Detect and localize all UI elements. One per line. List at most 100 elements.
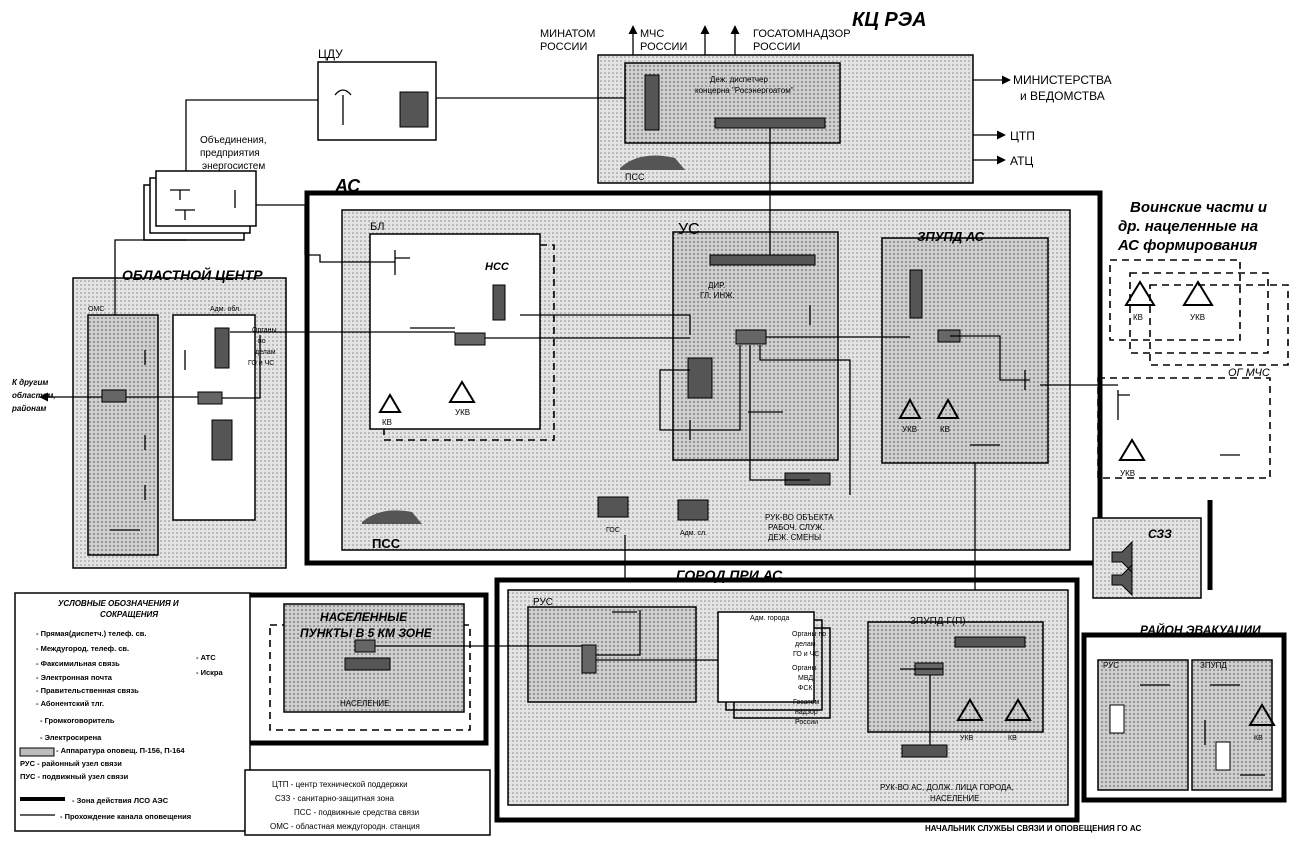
legend-item-9: РУС - районный узел связи <box>20 759 122 768</box>
adm-region-label: Адм. обл. <box>210 305 241 313</box>
military-box <box>1109 259 1241 341</box>
abbr-3: ОМС - областная междугородн. станция <box>270 822 420 831</box>
kv-antenna-icon <box>378 393 402 413</box>
us-label: УС <box>678 221 700 238</box>
mil-kv-label: КВ <box>1133 313 1143 322</box>
adm-city-label: Адм. города <box>750 615 789 622</box>
oms-box <box>87 314 159 556</box>
legend-item-0: - Прямая(диспетч.) телеф. св. <box>36 629 146 638</box>
abbr-2: ПСС - подвижные средства связи <box>294 808 419 817</box>
city-border <box>494 577 1080 823</box>
organs-line3: делам <box>255 349 276 356</box>
cdu-devices-icon <box>399 91 429 128</box>
city-organs-3: ГО и ЧС <box>793 651 819 658</box>
legend-item-12: - Прохождение канала оповещения <box>60 812 191 821</box>
legend-title-2: СОКРАЩЕНИЯ <box>100 610 158 619</box>
organs-line2: по <box>258 338 266 345</box>
rus-label: РУС <box>533 597 553 608</box>
nss-label: НСС <box>485 261 510 273</box>
military-line2: др. нацеленные на <box>1118 218 1258 235</box>
dispatcher-line1: Деж. диспетчер <box>710 75 769 84</box>
adm-bus-icon <box>677 499 709 521</box>
others-line1: К другим <box>12 378 48 387</box>
energy-phone-icons <box>170 189 236 220</box>
as-title: АС <box>334 176 361 196</box>
evac-kv-label: КВ <box>1254 735 1263 742</box>
legend-item-5: - Абонентский тлг. <box>36 699 104 708</box>
military-line1: Воинские части и <box>1130 199 1267 216</box>
ruk-line2: РАБОЧ. СЛУЖ. <box>768 523 825 532</box>
city-organs-5: МВД <box>798 675 813 682</box>
city-block: ГОРОД ПРИ АС РУС Адм. города Органы по д… <box>494 463 1080 823</box>
others-line3: районам <box>11 404 46 413</box>
legend-item-7: - Электросирена <box>40 733 102 742</box>
legend-box <box>14 592 251 832</box>
legend-atc: - АТС <box>196 653 216 662</box>
city-organs-7: Госатом <box>793 699 819 706</box>
city-kv-icon <box>1004 698 1032 721</box>
organs-line4: ГО и ЧС <box>248 360 274 367</box>
adm-fax-stack <box>211 419 233 461</box>
gosatom-line2: РОССИИ <box>753 41 800 53</box>
atc-label: АТЦ <box>1010 154 1033 168</box>
city-organs-8: надзор <box>795 709 818 716</box>
oms-notify-device <box>101 389 127 403</box>
adm-phone-stack <box>214 327 230 369</box>
mchs-line1: МЧС <box>640 28 664 40</box>
evac-rus-label: РУС <box>1103 661 1119 670</box>
bl-kv-label: КВ <box>382 418 392 427</box>
city-organs-9: России <box>795 719 818 726</box>
energy-line1: Объединения, <box>200 134 267 146</box>
city-organs-1: Органы по <box>792 631 826 638</box>
rus-notify-device <box>581 644 597 674</box>
city-ruk-line1: РУК-ВО АС, ДОЛЖ. ЛИЦА ГОРОДА, <box>880 783 1014 792</box>
as-car-icon <box>362 510 422 524</box>
as-pss-label: ПСС <box>372 536 401 551</box>
cdu-phone-icon <box>334 89 352 125</box>
footer-text: НАЧАЛЬНИК СЛУЖБЫ СВЯЗИ И ОПОВЕЩЕНИЯ ГО А… <box>925 824 1141 833</box>
legend-item-10: ПУС - подвижный узел связи <box>20 772 129 781</box>
others-line2: областям, <box>12 391 56 400</box>
zpupl-ukv-icon <box>898 397 922 419</box>
kc-rea-block: КЦ РЭА МИНАТОМ РОССИИ МЧС РОССИИ ГОСАТОМ… <box>540 9 1112 184</box>
ukv-antenna-icon <box>448 380 476 403</box>
dir-line2: ГЛ. ИНЖ. <box>700 291 735 300</box>
settlements-loudspeakers <box>344 657 391 671</box>
as-zone: АС БЛ НСС КВ УКВ УС ДИР. ГЛ. ИНЖ. ЗПУПД … <box>304 128 1103 566</box>
mil-ukv-label: УКВ <box>1190 313 1205 322</box>
city-ukv-label: УКВ <box>960 735 974 742</box>
city-ukv-icon <box>956 698 984 721</box>
energy-line2: предприятия <box>200 148 260 159</box>
evac-border <box>1081 632 1287 803</box>
legend-item-11: - Зона действия ЛСО АЭС <box>72 796 169 805</box>
city-loudspeaker-group <box>901 744 948 758</box>
city-devices-row <box>954 636 1026 648</box>
evac-zpupd-label: ЗПУПД <box>1200 661 1227 670</box>
abbr-0: ЦТП - центр технической поддержки <box>272 780 408 789</box>
us-devices-row <box>709 254 816 266</box>
szz-box <box>1092 517 1202 599</box>
og-mchs-label: ОГ МЧС <box>1228 367 1270 379</box>
phone-stack-icon <box>644 74 660 131</box>
legend-item-1: - Междугород. телеф. св. <box>36 644 129 653</box>
og-ukv-icon <box>1118 438 1146 461</box>
ruk-line3: ДЕЖ. СМЕНЫ <box>768 533 821 542</box>
legend-item-3: - Электронная почта <box>36 673 113 682</box>
siren-icons <box>1111 540 1133 597</box>
evac-kv-icon <box>1248 703 1276 726</box>
city-organs-4: Органы <box>792 665 817 672</box>
city-ruk-line2: НАСЕЛЕНИЕ <box>930 794 980 803</box>
legend: УСЛОВНЫЕ ОБОЗНАЧЕНИЯ И СОКРАЩЕНИЯ - Прям… <box>14 592 491 836</box>
loudspeaker-group <box>784 472 831 486</box>
evac-block: РАЙОН ЭВАКУАЦИИ РУС ЗПУПД КВ <box>1081 621 1287 803</box>
settlements-notify-device <box>354 639 376 653</box>
settlements-line1: НАСЕЛЕННЫЕ <box>320 610 408 624</box>
legend-notify-swatch <box>19 747 55 757</box>
gos-label: ГОС <box>606 527 620 534</box>
population-label: НАСЕЛЕНИЕ <box>340 699 390 708</box>
adm-region-box <box>172 314 256 521</box>
ruk-line1: РУК-ВО ОБЪЕКТА <box>765 513 834 522</box>
abbr-box <box>244 769 491 836</box>
mchs-line2: РОССИИ <box>640 41 687 53</box>
